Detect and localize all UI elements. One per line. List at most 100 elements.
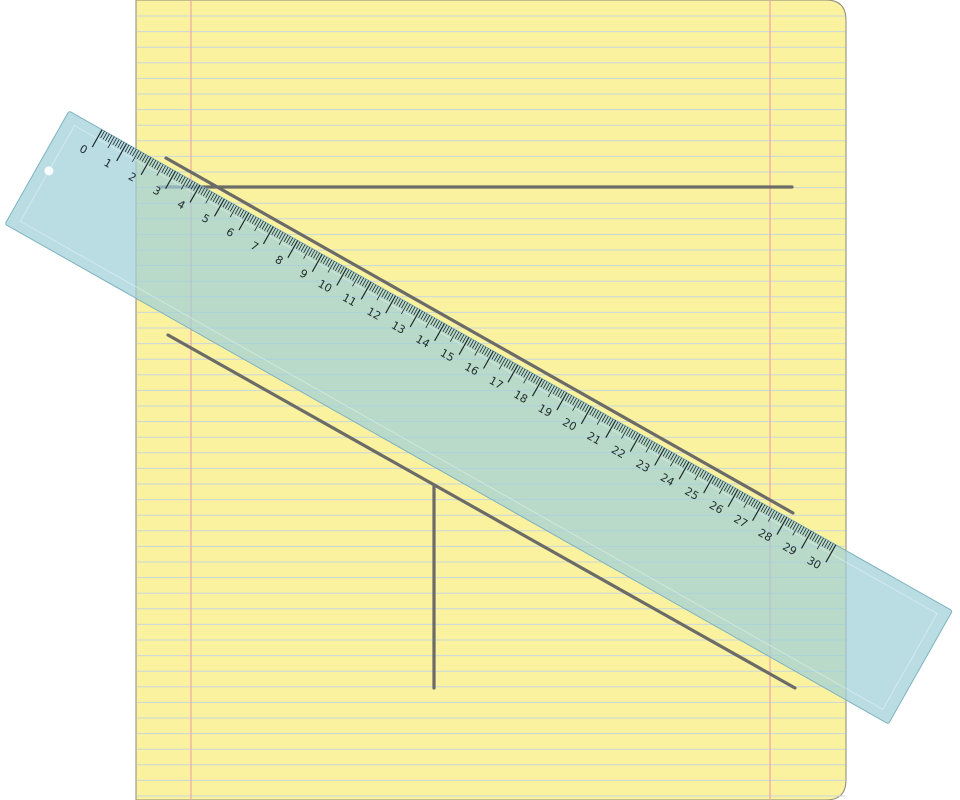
- ruler-mm-tick: [596, 411, 602, 420]
- ruler-mm-tick: [633, 432, 639, 440]
- ruler-mm-tick: [315, 252, 321, 261]
- ruler-mm-tick: [811, 533, 817, 541]
- ruler-mm-tick: [694, 467, 700, 475]
- ruler-mm-tick: [447, 327, 453, 335]
- ruler-mm-tick: [777, 514, 783, 522]
- ruler-mm-tick: [337, 265, 343, 273]
- ruler-mm-tick: [344, 269, 350, 277]
- ruler-mm-tick: [163, 166, 169, 175]
- ruler-mm-tick: [224, 201, 230, 209]
- ruler-cm-tick: [678, 461, 690, 480]
- ruler-mm-tick: [173, 172, 179, 180]
- ruler-mm-tick: [295, 241, 301, 249]
- ruler-mm-tick: [327, 260, 335, 273]
- ruler-mm-tick: [180, 176, 186, 184]
- ruler-mm-tick: [765, 507, 771, 515]
- ruler-mm-tick: [652, 443, 658, 451]
- ruler-label-13: 13: [389, 319, 408, 337]
- ruler-mm-tick: [254, 219, 262, 232]
- ruler-mm-tick: [826, 541, 832, 550]
- ruler-label-17: 17: [487, 374, 506, 392]
- ruler-mm-tick: [117, 140, 122, 148]
- ruler-cm-tick: [483, 350, 494, 369]
- ruler-mm-tick: [692, 465, 697, 474]
- ruler-mm-tick: [107, 135, 113, 143]
- ruler-mm-tick: [589, 407, 595, 415]
- ruler-mm-tick: [699, 469, 705, 478]
- ruler-mm-tick: [234, 207, 240, 215]
- ruler-mm-tick: [518, 367, 524, 375]
- ruler-mm-tick: [449, 328, 455, 337]
- ruler-cm-tick: [165, 170, 176, 189]
- ruler-mm-tick: [376, 288, 384, 301]
- ruler-mm-tick: [259, 220, 264, 229]
- ruler-mm-tick: [569, 396, 575, 404]
- ruler-mm-tick: [388, 294, 394, 302]
- ruler-mm-tick: [229, 205, 237, 218]
- ruler-mm-tick: [102, 132, 108, 140]
- ruler-labels: 0123456789101112131415161718192021222324…: [77, 142, 823, 572]
- ruler-mm-tick: [789, 521, 795, 529]
- ruler-mm-tick: [679, 458, 685, 467]
- ruler-tick-marks: [91, 129, 837, 563]
- ruler-mm-tick: [792, 523, 800, 536]
- ruler-mm-tick: [156, 162, 162, 171]
- ruler-mm-tick: [824, 540, 829, 548]
- ruler-mm-tick: [582, 403, 587, 411]
- ruler-cm-tick: [727, 489, 739, 508]
- ruler-mm-tick: [156, 164, 164, 176]
- ruler-mm-tick: [726, 485, 731, 493]
- ruler-label-15: 15: [438, 346, 457, 364]
- ruler-mm-tick: [313, 251, 318, 259]
- ruler-mm-tick: [352, 274, 360, 287]
- ruler-mm-tick: [127, 146, 132, 154]
- ruler-mm-tick: [645, 440, 653, 453]
- ruler-mm-tick: [205, 191, 213, 204]
- ruler-mm-tick: [604, 415, 609, 424]
- ruler-mm-tick: [767, 508, 773, 517]
- ruler-label-29: 29: [780, 540, 799, 558]
- ruler-mm-tick: [552, 386, 558, 395]
- ruler-mm-tick: [383, 291, 389, 299]
- ruler-mm-tick: [371, 284, 377, 292]
- pencil-line-lower-diagonal: [166, 333, 797, 690]
- ruler-mm-tick: [481, 346, 487, 355]
- ruler-label-30: 30: [805, 554, 824, 572]
- ruler-cm-tick: [311, 253, 323, 272]
- ruler-mm-tick: [792, 522, 798, 530]
- ruler-mm-tick: [657, 446, 663, 454]
- ruler-mm-tick: [246, 213, 252, 222]
- ruler-mm-tick: [718, 482, 727, 495]
- ruler-mm-tick: [229, 204, 235, 212]
- ruler-mm-tick: [198, 186, 203, 194]
- ruler-mm-tick: [523, 371, 531, 384]
- ruler-mm-tick: [185, 179, 191, 187]
- ruler-cm-tick: [654, 447, 666, 466]
- ruler-mm-tick: [303, 247, 311, 259]
- ruler-label-20: 20: [560, 415, 579, 433]
- ruler-mm-tick: [530, 374, 536, 382]
- ruler-mm-tick: [396, 298, 401, 306]
- ruler-mm-tick: [322, 256, 328, 265]
- ruler-mm-tick: [687, 462, 692, 471]
- ruler-mm-tick: [674, 456, 680, 464]
- ruler-mm-tick: [144, 155, 149, 164]
- ruler-cm-tick: [385, 295, 397, 314]
- ruler-mm-tick: [567, 395, 572, 403]
- ruler-mm-tick: [638, 435, 643, 443]
- ruler-cm-tick: [825, 544, 837, 563]
- ruler-mm-tick: [775, 512, 780, 521]
- ruler-mm-tick: [202, 189, 208, 197]
- ruler[interactable]: 0123456789101112131415161718192021222324…: [5, 111, 953, 724]
- ruler-mm-tick: [743, 494, 749, 503]
- ruler-mm-tick: [298, 242, 303, 251]
- ruler-mm-tick: [677, 457, 683, 465]
- ruler-mm-tick: [816, 537, 824, 550]
- ruler-mm-tick: [714, 478, 719, 486]
- ruler-mm-tick: [804, 529, 810, 537]
- ruler-mm-tick: [154, 161, 159, 169]
- ruler-label-16: 16: [462, 360, 481, 378]
- ruler-mm-tick: [616, 422, 621, 431]
- ruler-mm-tick: [493, 353, 499, 362]
- ruler-mm-tick: [442, 324, 448, 332]
